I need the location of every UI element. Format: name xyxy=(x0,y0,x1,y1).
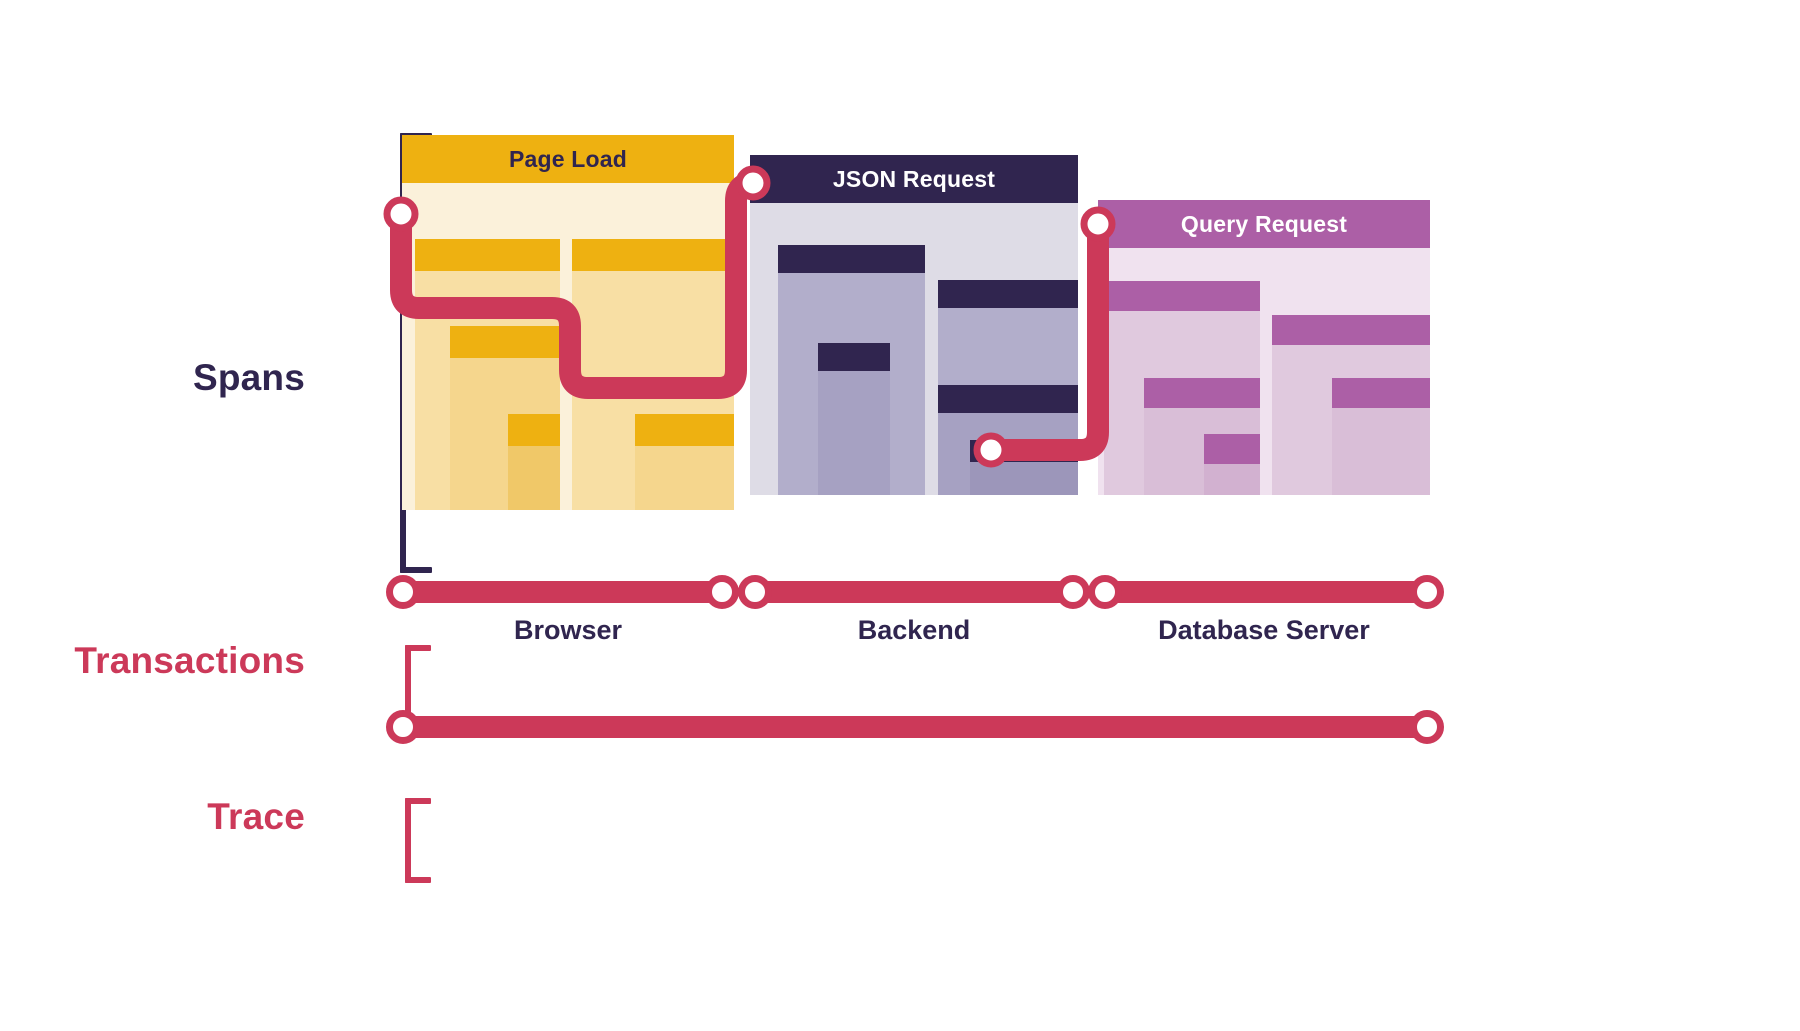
span-bar-database-1-1-1[interactable] xyxy=(1204,434,1260,495)
service-panel-browser[interactable]: Page Load xyxy=(402,135,734,510)
span-bar-browser-1-1-1[interactable] xyxy=(508,414,560,510)
transaction-node-browser-end[interactable] xyxy=(705,575,739,609)
transaction-node-database-end[interactable] xyxy=(1410,575,1444,609)
span-bar-database-2-1[interactable] xyxy=(1332,378,1430,495)
bracket-trace xyxy=(405,798,431,883)
span-bar-backend-2-1-1[interactable] xyxy=(970,440,1078,495)
transaction-header-query-request: Query Request xyxy=(1098,200,1430,248)
span-bar-backend-2-1-1-cap xyxy=(970,440,1078,462)
span-tree-backend xyxy=(750,203,1078,495)
trace-node-start[interactable] xyxy=(386,710,420,744)
service-caption-browser: Browser xyxy=(513,615,623,645)
span-bar-browser-1-cap xyxy=(415,239,560,271)
span-bar-database-2-cap xyxy=(1272,315,1430,345)
row-label-spans: Spans xyxy=(192,357,305,398)
bracket-trace-bottom-arm xyxy=(405,877,431,883)
transaction-node-backend-start[interactable] xyxy=(738,575,772,609)
span-tree-browser xyxy=(402,183,734,510)
span-bar-database-1-cap xyxy=(1104,281,1260,311)
span-bar-backend-1-cap xyxy=(778,245,925,273)
transaction-bar-database[interactable] xyxy=(1105,581,1427,603)
bracket-transactions-top-arm xyxy=(405,645,431,651)
span-bar-backend-2-1-cap xyxy=(938,385,1078,413)
span-bar-browser-2-1[interactable] xyxy=(635,414,734,510)
service-panel-backend[interactable]: JSON Request xyxy=(750,155,1078,495)
bracket-trace-top-arm xyxy=(405,798,431,804)
trace-node-end[interactable] xyxy=(1410,710,1444,744)
span-bar-backend-2-cap xyxy=(938,280,1078,308)
bracket-trace-spine xyxy=(405,798,411,883)
row-label-trace: Trace xyxy=(207,796,305,837)
span-bar-database-1-1-cap xyxy=(1144,378,1260,408)
span-bar-browser-2-1-cap xyxy=(635,414,734,446)
trace-bar[interactable] xyxy=(403,716,1427,738)
span-tree-database xyxy=(1098,248,1430,495)
transaction-header-json-request: JSON Request xyxy=(750,155,1078,203)
service-panel-database-server[interactable]: Query Request xyxy=(1098,200,1430,495)
service-caption-backend: Backend xyxy=(857,615,971,645)
transaction-header-page-load: Page Load xyxy=(402,135,734,183)
row-label-transactions: Transactions xyxy=(74,640,305,681)
span-bar-backend-1-1[interactable] xyxy=(818,343,890,495)
transaction-node-database-start[interactable] xyxy=(1088,575,1122,609)
span-bar-browser-2-cap xyxy=(572,239,734,271)
transaction-bar-browser[interactable] xyxy=(403,581,722,603)
transaction-node-browser-start[interactable] xyxy=(386,575,420,609)
bracket-transactions-spine xyxy=(405,645,411,730)
transaction-bar-backend[interactable] xyxy=(755,581,1073,603)
span-bar-browser-1-1-cap xyxy=(450,326,560,358)
span-bar-browser-1-1-1-cap xyxy=(508,414,560,446)
span-bar-backend-1-1-cap xyxy=(818,343,890,371)
service-caption-database-server: Database Server xyxy=(1158,615,1370,645)
span-bar-database-1-1-1-cap xyxy=(1204,434,1260,464)
transaction-node-backend-end[interactable] xyxy=(1056,575,1090,609)
bracket-spans-bottom-arm xyxy=(400,567,432,573)
span-bar-database-2-1-cap xyxy=(1332,378,1430,408)
